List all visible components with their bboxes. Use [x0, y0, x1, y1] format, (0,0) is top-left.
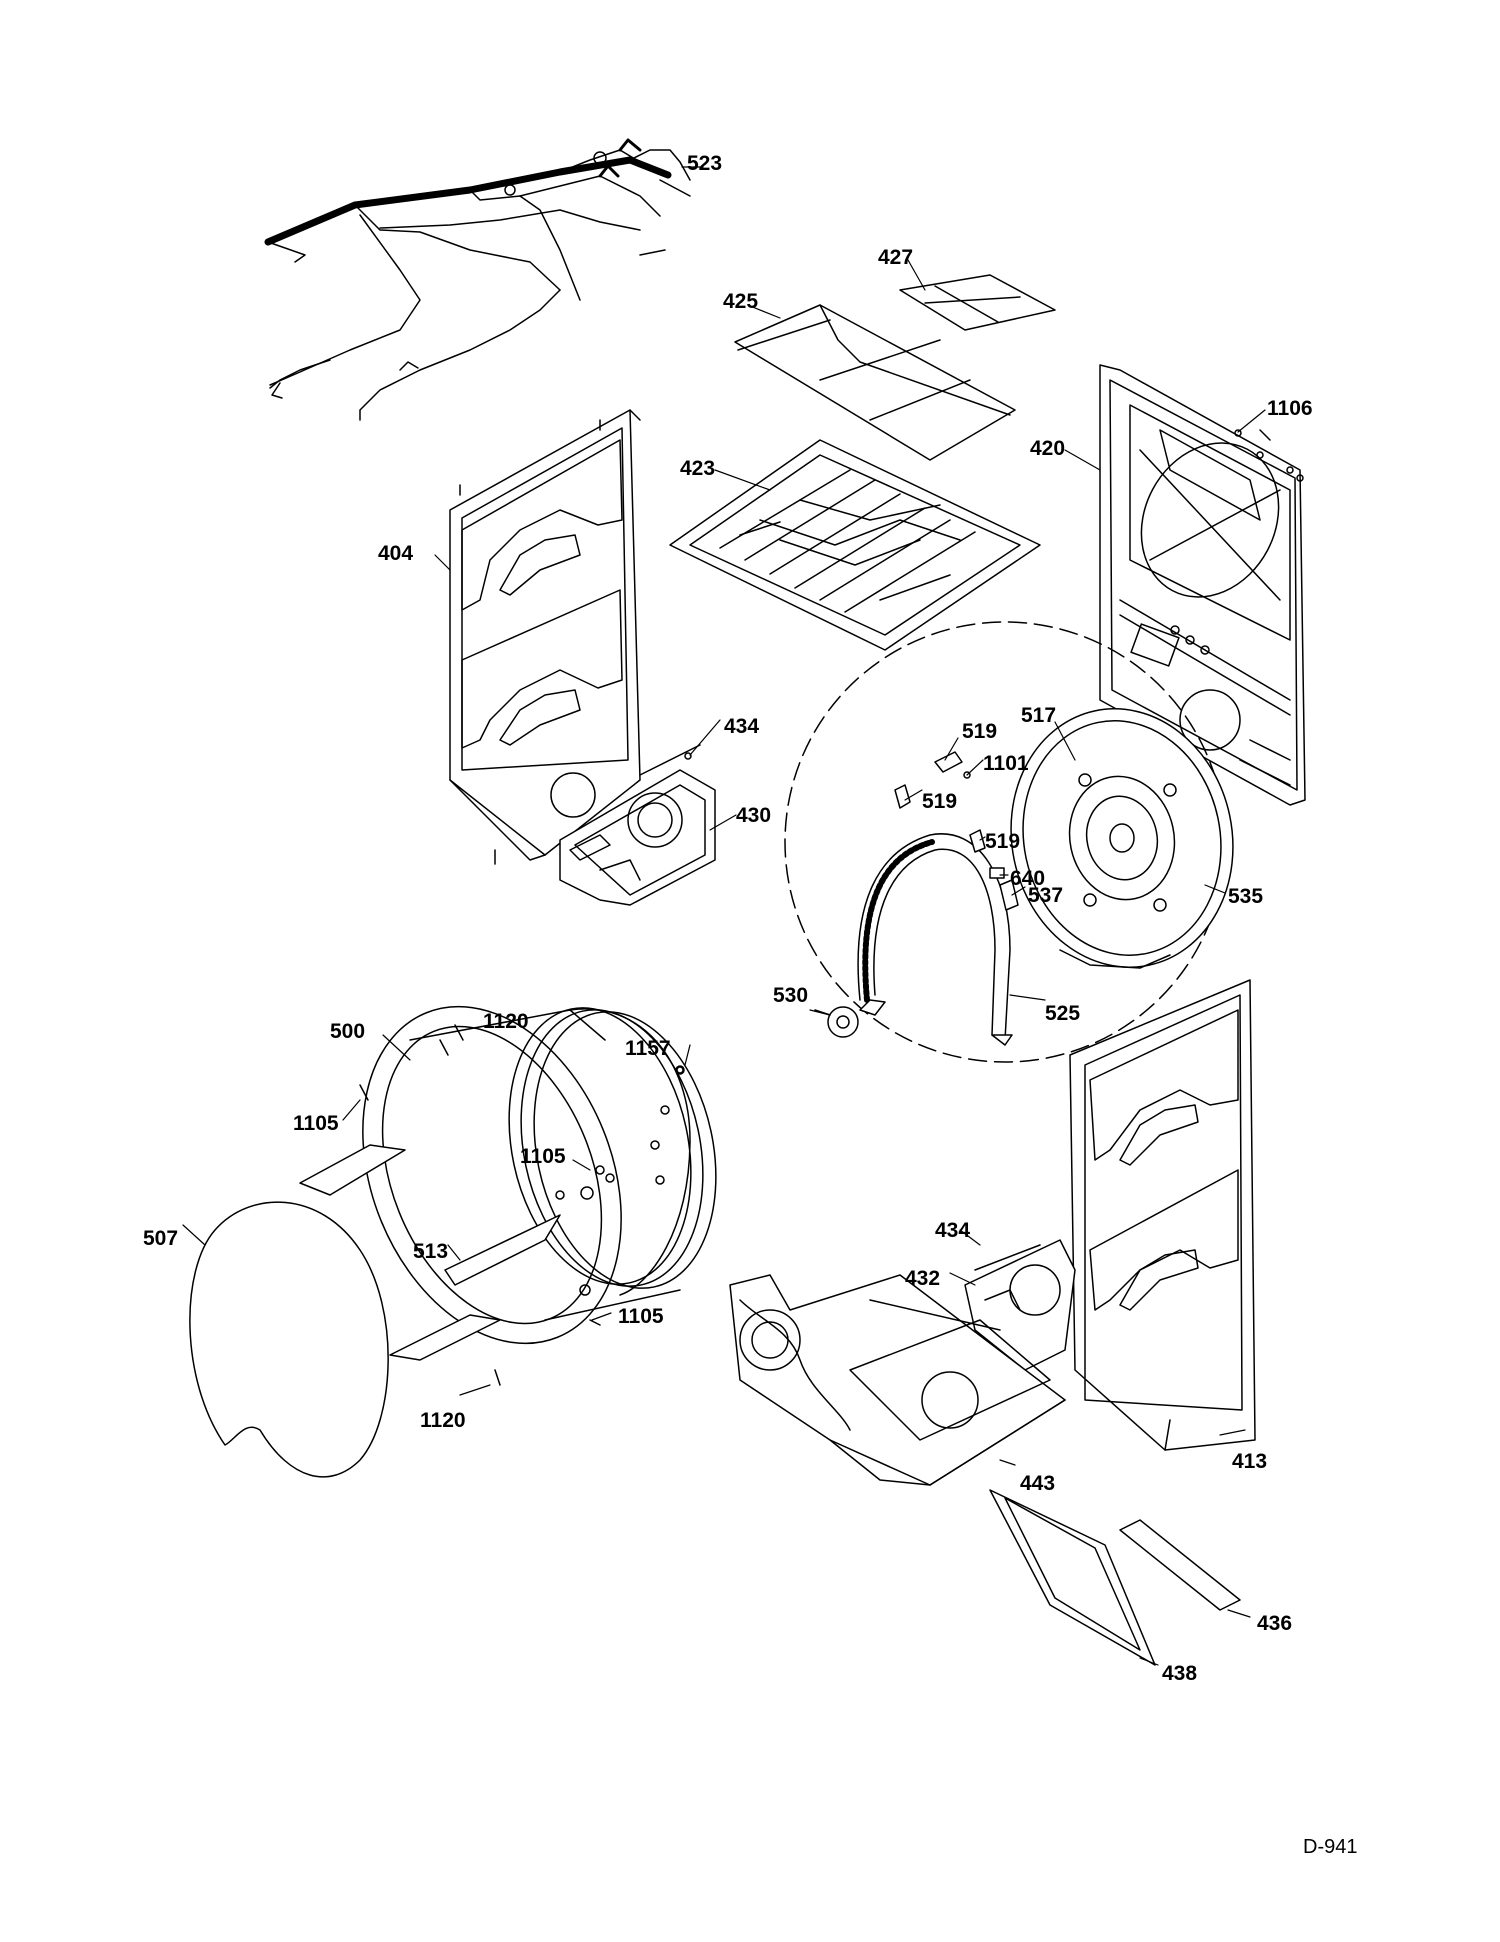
label-530: 530: [773, 984, 808, 1007]
label-432: 432: [905, 1267, 940, 1290]
base-443: [730, 1275, 1065, 1485]
label-434-upper: 434: [724, 715, 759, 738]
side-panel-404: [450, 410, 640, 864]
side-panel-413: [1070, 980, 1255, 1450]
label-1101: 1101: [983, 752, 1029, 775]
part-434-a: [640, 745, 700, 775]
label-1105-lower: 1105: [618, 1305, 664, 1328]
label-423: 423: [680, 457, 715, 480]
bracket-430: [560, 770, 715, 905]
bracket-432: [965, 1240, 1075, 1370]
screws-upper: [360, 1025, 683, 1385]
part-640: [990, 868, 1004, 878]
label-513: 513: [413, 1240, 448, 1263]
label-640: 640: [1010, 867, 1045, 890]
label-517: 517: [1021, 704, 1056, 727]
panel-427: [900, 275, 1055, 330]
clip-519-c: [970, 830, 985, 852]
label-537: 537: [1028, 884, 1063, 907]
idler-530: [815, 1007, 858, 1037]
frame-438: [990, 1490, 1155, 1665]
label-500: 500: [330, 1020, 365, 1043]
label-413: 413: [1232, 1450, 1267, 1473]
label-519-top: 519: [962, 720, 997, 743]
label-430: 430: [736, 804, 771, 827]
back-panel-420: [1100, 365, 1305, 805]
label-1105-center: 1105: [520, 1145, 566, 1168]
label-519-lower: 519: [985, 830, 1020, 853]
label-1106: 1106: [1267, 397, 1313, 420]
label-420: 420: [1030, 437, 1065, 460]
label-434-lower: 434: [935, 1219, 970, 1242]
part-537: [1000, 880, 1018, 910]
strip-436: [1120, 1520, 1240, 1610]
front-shield-507: [190, 1202, 388, 1477]
label-523: 523: [687, 152, 722, 175]
label-525: 525: [1045, 1002, 1080, 1025]
label-443: 443: [1020, 1472, 1055, 1495]
top-cover-425: [735, 305, 1015, 460]
screw-1101: [964, 772, 970, 778]
label-438: 438: [1162, 1662, 1197, 1685]
clip-519-b: [895, 785, 910, 808]
label-507: 507: [143, 1227, 178, 1250]
screws-1106: [1235, 430, 1303, 481]
label-535: 535: [1228, 885, 1263, 908]
drum-500: [315, 968, 740, 1382]
label-1105-left: 1105: [293, 1112, 339, 1135]
rear-bulkhead-535: [987, 688, 1256, 988]
label-1120-top: 1120: [483, 1010, 529, 1033]
leader-lines: [183, 167, 1265, 1665]
label-519-middle: 519: [922, 790, 957, 813]
wire-harness-523: [268, 140, 690, 420]
part-labels: 523 427 425 423 1106 420 404 434 430 519…: [143, 152, 1313, 1685]
label-427: 427: [878, 246, 913, 269]
diagram-code: D-941: [1303, 1836, 1357, 1858]
label-436: 436: [1257, 1612, 1292, 1635]
baffle-513: [300, 1145, 560, 1360]
label-1120-bottom: 1120: [420, 1409, 466, 1432]
label-425: 425: [723, 290, 758, 313]
part-434-b: [975, 1245, 1040, 1270]
tray-423: [670, 440, 1040, 650]
label-404: 404: [378, 542, 413, 565]
label-1157: 1157: [625, 1037, 671, 1060]
